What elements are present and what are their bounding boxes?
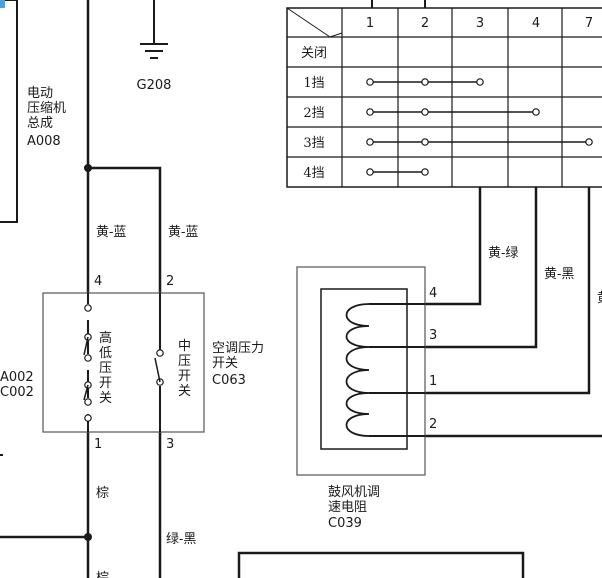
table-row-label: 关闭 [301, 46, 327, 61]
resistor-label-line2: 速电阻 [328, 500, 367, 515]
mid-blade [154, 357, 161, 383]
table-connection-dot [421, 108, 429, 116]
wire-label-yellow-blue-1: 黄-蓝 [96, 225, 126, 240]
table-column-header: 3 [476, 16, 484, 31]
table-column-header: 2 [421, 16, 429, 31]
ground-label: G208 [137, 78, 172, 93]
table-connection-dot [476, 78, 484, 86]
pressure-switch-box [42, 292, 205, 433]
table-row-labels: 关闭 1挡 2挡 3挡 4挡 [301, 46, 327, 181]
blue-edge-mark [0, 0, 5, 8]
table-connection-dot [421, 138, 429, 146]
table-connection-dot [366, 138, 374, 146]
pressure-switch-title2: 开关 [212, 356, 238, 371]
wire-label-yellow-green: 黄-绿 [488, 246, 518, 261]
table-connections [366, 78, 593, 176]
blower-resistor-c039: 4 3 1 2 鼓风机调 速电阻 C039 [296, 266, 437, 531]
left-edge-code1: A002 [0, 370, 34, 385]
mid-gap [153, 350, 167, 386]
wire-label-brown-2: 棕 [96, 571, 109, 578]
resistor-pin-3: 3 [429, 328, 437, 343]
ground-g208: G208 [137, 0, 172, 93]
wire-yellow [425, 187, 591, 395]
resistor-pin-2: 2 [429, 417, 437, 432]
wire-branch-right [88, 166, 162, 578]
table-column-header: 7 [585, 16, 593, 31]
hl-blade-2 [83, 384, 89, 401]
pin-label-1: 1 [94, 437, 102, 452]
wire-yellow-green [425, 187, 482, 306]
compressor-label-line2: 压缩机 [27, 100, 66, 116]
compressor-assembly: 电动 压缩机 总成 A008 [0, 0, 66, 223]
hl-switch-char-4: 开 [99, 376, 112, 391]
table-corner-tick [329, 32, 343, 38]
blower-switch-table: 1 2 3 4 7 关闭 1挡 2挡 3挡 4挡 [286, 0, 602, 188]
table-connection-dot [532, 108, 540, 116]
hl-contact-3a [84, 398, 92, 406]
mid-contact-a [156, 349, 164, 357]
left-edge-code2: C002 [0, 385, 34, 400]
wire-label-brown-1: 棕 [96, 486, 109, 501]
resistor-pin-1: 1 [429, 374, 437, 389]
resistor-coil [345, 303, 370, 437]
pressure-switch-c063: 高 低 压 开 关 中 压 开 关 4 2 1 3 空调压力 开关 C063 [42, 274, 264, 452]
table-connection-dot [366, 78, 374, 86]
wire-label-yellow-black: 黄-黑 [544, 267, 574, 282]
hl-blade-1 [83, 336, 89, 356]
table-row-label: 1挡 [303, 76, 324, 91]
splice-dot-lower [84, 533, 92, 541]
resistor-code: C039 [328, 516, 362, 531]
table-connection-dot [366, 168, 374, 176]
wire-yellow-black [425, 187, 538, 349]
table-row-label: 3挡 [303, 136, 324, 151]
hl-switch-char-5: 关 [99, 391, 112, 406]
pin-label-4: 4 [94, 274, 102, 289]
resistor-label-line1: 鼓风机调 [328, 485, 380, 500]
table-connection-dot [366, 108, 374, 116]
wire-label-green-black: 绿-黑 [166, 532, 196, 547]
pressure-switch-title1: 空调压力 [212, 341, 264, 356]
mid-switch-char-1: 中 [178, 339, 191, 354]
hl-switch-char-1: 高 [99, 330, 112, 346]
wire-label-yellow-edge: 黄 [597, 291, 602, 306]
compressor-code: A008 [27, 134, 61, 149]
hl-switch-char-2: 低 [99, 346, 112, 361]
hl-contact-2a [84, 354, 92, 362]
hl-contact-3b [84, 414, 92, 422]
hl-contact-1a [84, 304, 92, 312]
table-connection-dot [585, 138, 593, 146]
compressor-label-line1: 电动 [27, 86, 53, 101]
mid-switch-char-2: 压 [178, 354, 191, 369]
table-corner-diagonal [286, 7, 331, 38]
wire-label-yellow-blue-2: 黄-蓝 [168, 225, 198, 240]
table-column-header: 1 [366, 16, 374, 31]
bottom-component-box [237, 551, 525, 578]
table-column-header: 4 [532, 16, 540, 31]
pressure-switch-code: C063 [212, 373, 246, 388]
mid-switch-char-3: 开 [178, 369, 191, 384]
table-row-label: 2挡 [303, 106, 324, 121]
compressor-box-outline [0, 0, 18, 223]
resistor-pin-4: 4 [429, 286, 437, 301]
compressor-label-line3: 总成 [27, 116, 53, 131]
pin-label-3: 3 [166, 437, 174, 452]
hl-switch-char-3: 压 [99, 361, 112, 376]
table-connection-dot [421, 78, 429, 86]
table-column-headers: 1 2 3 4 7 [366, 16, 593, 31]
mid-switch-char-4: 关 [178, 384, 191, 399]
table-row-label: 4挡 [303, 166, 324, 181]
table-connection-dot [421, 168, 429, 176]
pin-label-2: 2 [166, 274, 174, 289]
splice-dot-upper [84, 164, 92, 172]
